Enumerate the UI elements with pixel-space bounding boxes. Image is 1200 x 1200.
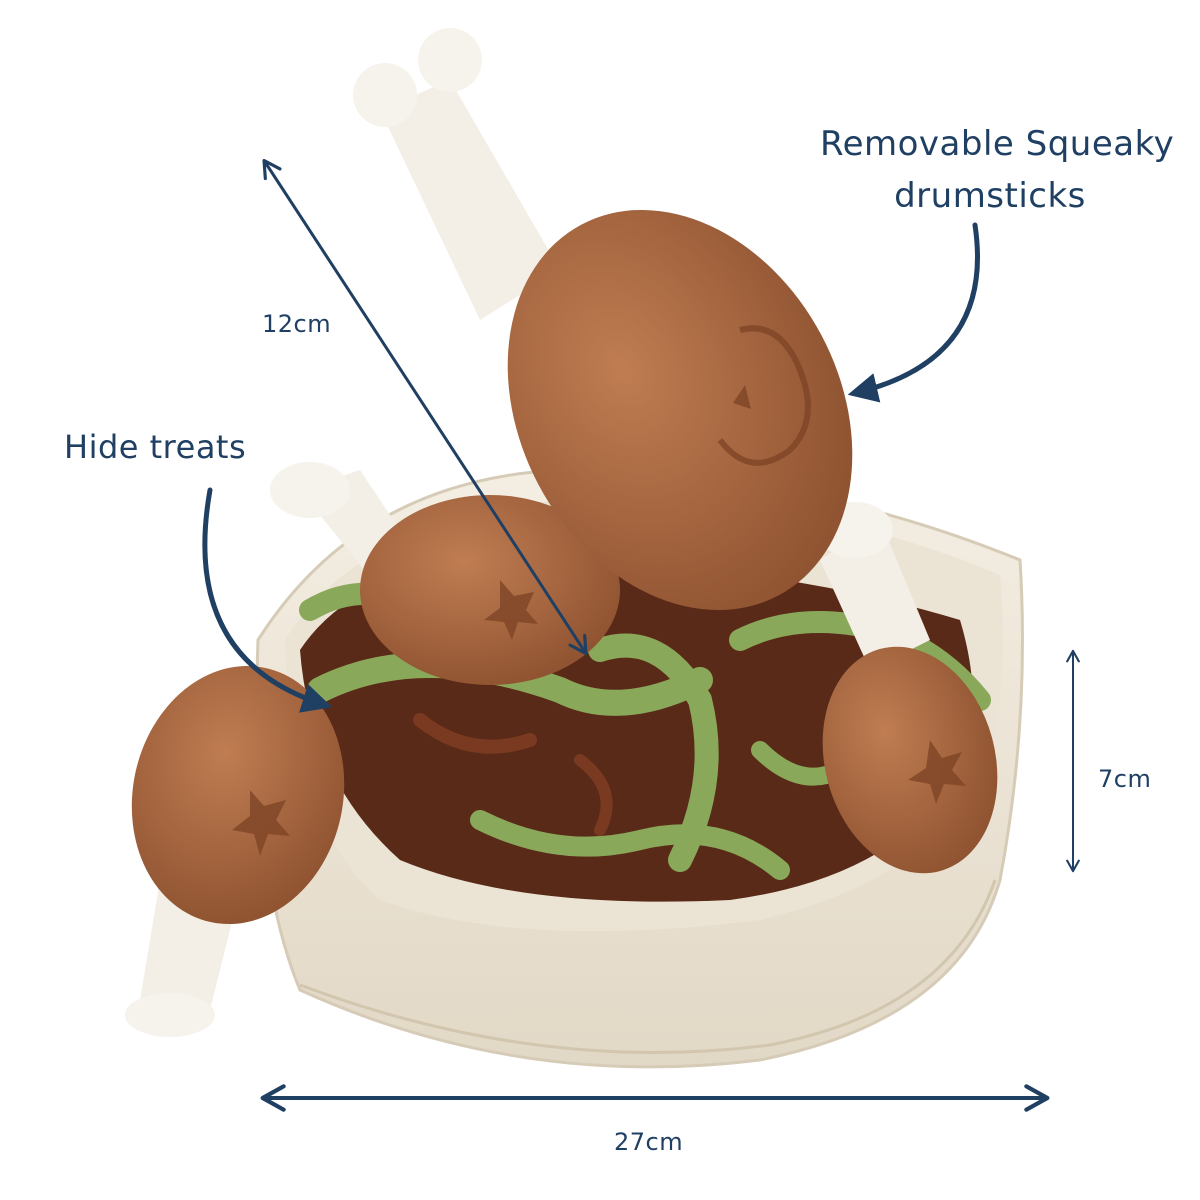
hide-treats-label: Hide treats (64, 428, 247, 466)
height-side-label: 7cm (1098, 765, 1152, 793)
width-label: 27cm (614, 1128, 684, 1156)
height-diagonal-label: 12cm (262, 310, 332, 338)
squeaky-drumsticks-label: Removable Squeaky drumsticks (820, 118, 1175, 222)
hide-treats-curved-arrow-icon (202, 487, 333, 713)
squeaky-label-line2: drumsticks (894, 176, 1086, 216)
drumstick-front (125, 665, 345, 1037)
squeaky-label-line1: Removable Squeaky (820, 124, 1175, 164)
squeaky-curved-arrow-icon (847, 222, 980, 403)
height-diagonal-double-arrow-icon (262, 158, 588, 656)
